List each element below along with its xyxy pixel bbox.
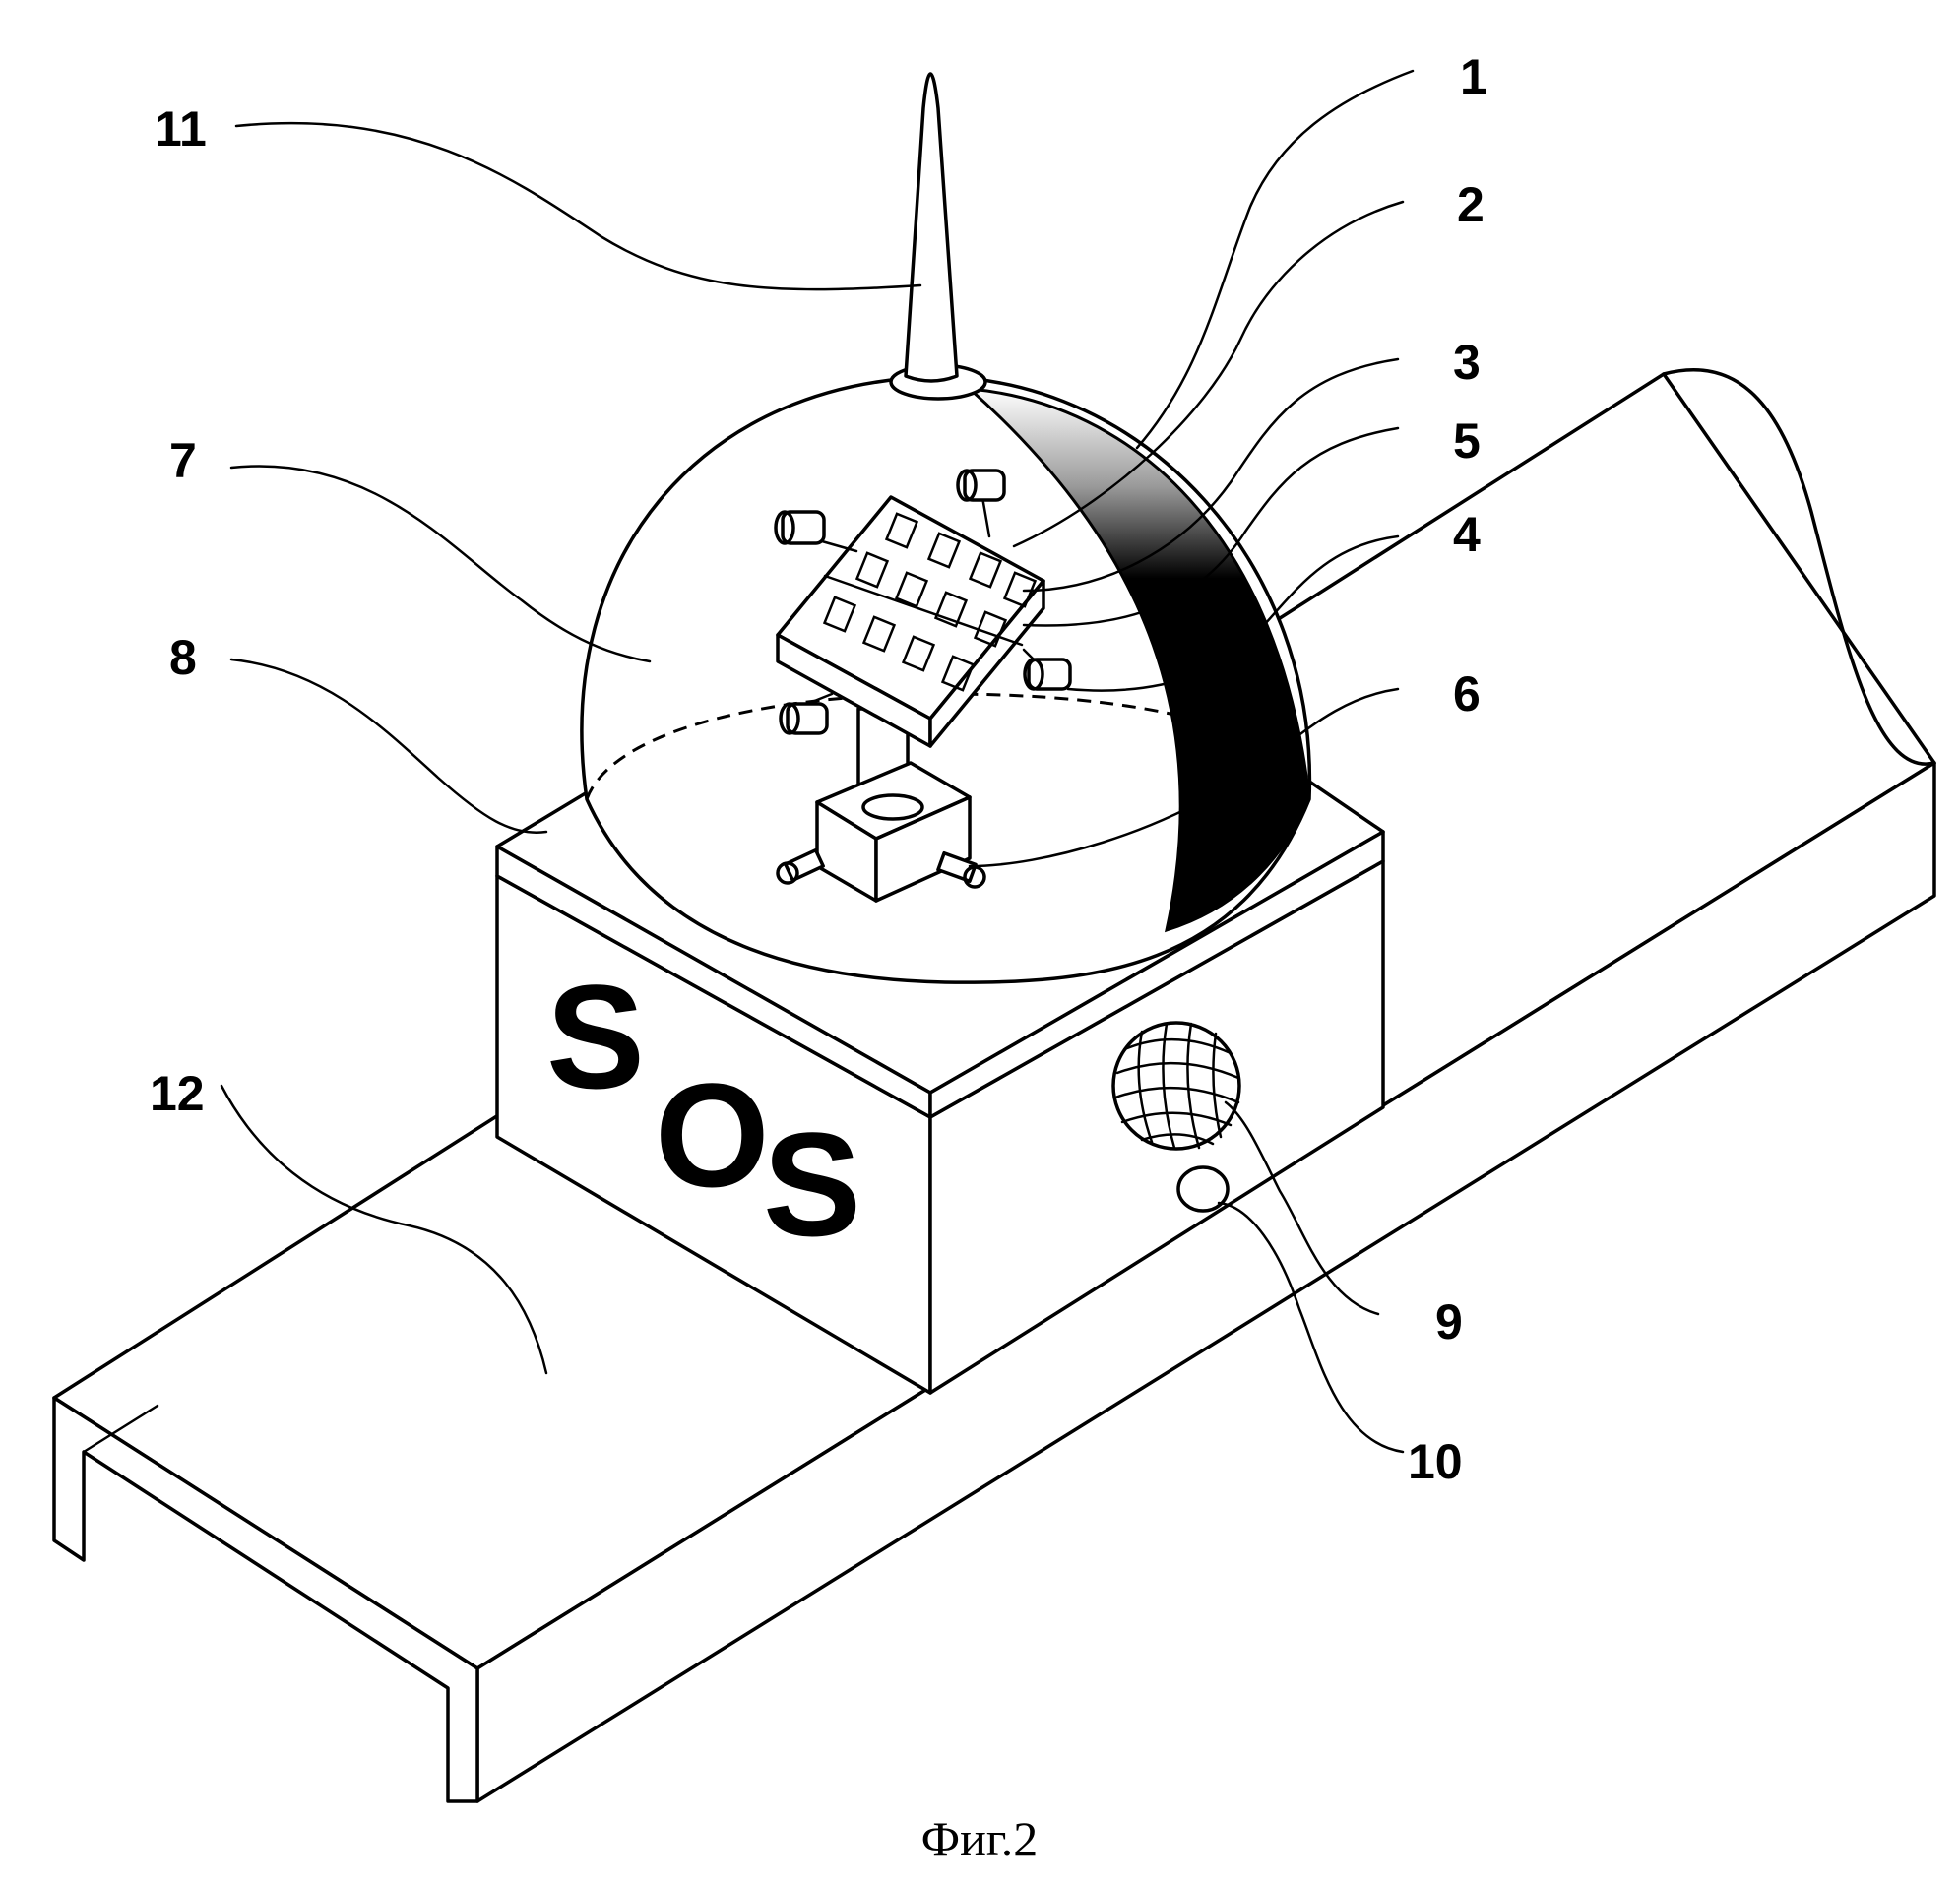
label-6: 6 <box>1453 666 1481 722</box>
label-12: 12 <box>150 1066 205 1121</box>
sos-letter-s2: S <box>763 1101 861 1267</box>
label-1: 1 <box>1460 49 1487 104</box>
label-11: 11 <box>155 101 207 157</box>
label-9: 9 <box>1435 1294 1463 1349</box>
label-2: 2 <box>1457 177 1485 232</box>
label-7: 7 <box>169 433 197 488</box>
label-10: 10 <box>1408 1434 1463 1489</box>
label-8: 8 <box>169 630 197 685</box>
label-5: 5 <box>1453 413 1481 469</box>
antenna <box>891 74 985 399</box>
label-3: 3 <box>1453 335 1481 390</box>
sos-letter-s1: S <box>546 954 645 1119</box>
antenna-mast <box>906 74 957 381</box>
sos-letter-o: O <box>655 1052 770 1218</box>
label-4: 4 <box>1453 507 1481 562</box>
figure-caption: Фиг.2 <box>921 1811 1039 1866</box>
